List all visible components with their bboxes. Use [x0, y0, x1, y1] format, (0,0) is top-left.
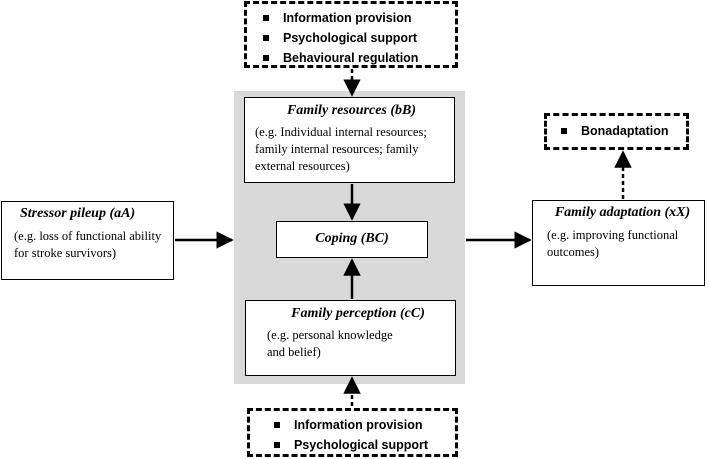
- family-resources-box: Family resources (bB) (e.g. Individual i…: [244, 97, 455, 183]
- intervention-item: Information provision: [261, 8, 455, 28]
- family-adaptation-description: (e.g. improving functional outcomes): [547, 228, 679, 259]
- intervention-item: Psychological support: [261, 28, 455, 48]
- family-perception-box: Family perception (cC) (e.g. personal kn…: [245, 300, 456, 376]
- top-intervention-box: Information provision Psychological supp…: [244, 1, 458, 68]
- stressor-pileup-description: (e.g. loss of functional ability for str…: [14, 229, 162, 260]
- intervention-item: Behavioural regulation: [261, 48, 455, 68]
- outcome-item: Bonadaptation: [559, 121, 686, 141]
- family-perception-title: Family perception (cC): [291, 306, 425, 321]
- family-adaptation-title: Family adaptation (xX): [554, 205, 691, 220]
- stressor-pileup-box: Stressor pileup (aA) (e.g. loss of funct…: [1, 201, 174, 280]
- stressor-pileup-title: Stressor pileup (aA): [20, 206, 136, 221]
- bottom-intervention-box: Information provision Psychological supp…: [247, 408, 458, 457]
- bullet-square-icon: [263, 55, 269, 61]
- family-resources-title: Family resources (bB): [286, 103, 417, 118]
- bullet-square-icon: [263, 35, 269, 41]
- intervention-item: Information provision: [272, 415, 455, 435]
- bullet-square-icon: [263, 15, 269, 21]
- intervention-item: Psychological support: [272, 435, 455, 455]
- family-perception-description: (e.g. personal knowledge and belief): [267, 328, 393, 359]
- coping-title: Coping (BC): [315, 231, 389, 246]
- family-resources-description: (e.g. Individual internal resources; fam…: [255, 125, 427, 173]
- bullet-square-icon: [274, 422, 280, 428]
- bullet-square-icon: [561, 128, 567, 134]
- bullet-square-icon: [274, 442, 280, 448]
- bonadaptation-box: Bonadaptation: [544, 113, 689, 150]
- coping-box: Coping (BC): [276, 221, 428, 258]
- family-adaptation-box: Family adaptation (xX) (e.g. improving f…: [532, 200, 705, 286]
